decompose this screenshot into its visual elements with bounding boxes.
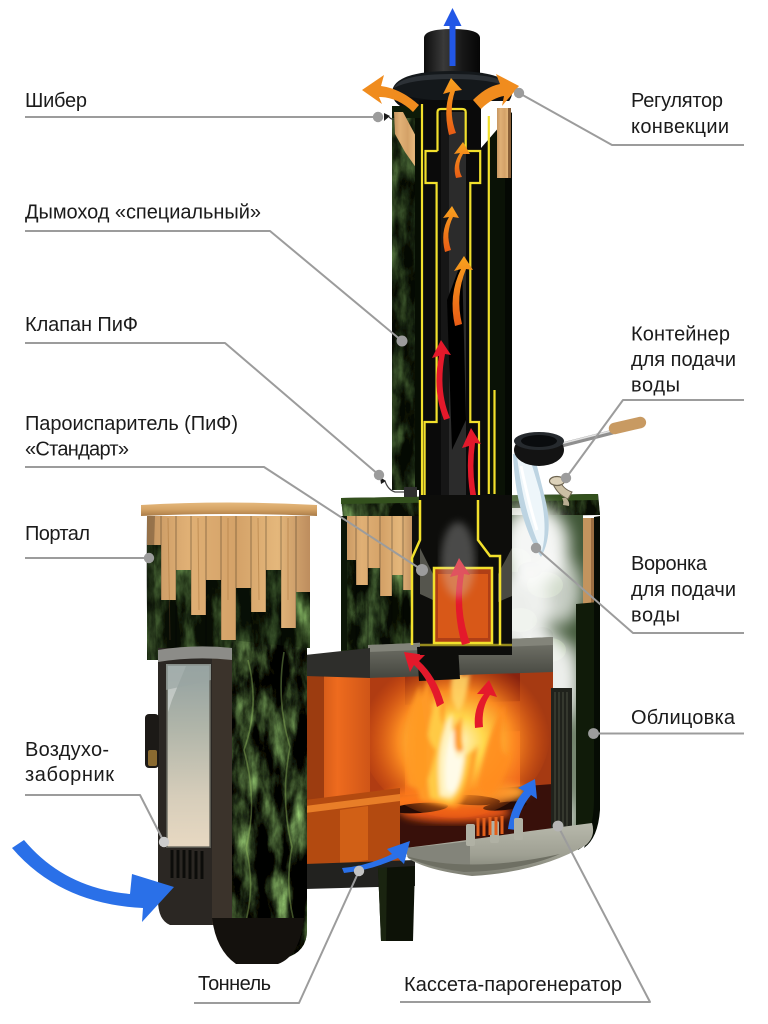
- svg-text:Портал: Портал: [25, 523, 90, 545]
- svg-text:Шибер: Шибер: [25, 90, 87, 112]
- svg-text:воды: воды: [631, 605, 680, 627]
- svg-text:Контейнер: Контейнер: [631, 324, 730, 346]
- svg-text:Кассета-парогенератор: Кассета-парогенератор: [404, 974, 622, 996]
- svg-text:для подачи: для подачи: [631, 579, 736, 601]
- svg-text:заборник: заборник: [25, 764, 114, 786]
- svg-text:конвекции: конвекции: [631, 116, 729, 138]
- svg-text:Дымоход «специальный»: Дымоход «специальный»: [25, 202, 261, 224]
- svg-text:Облицовка: Облицовка: [631, 707, 736, 729]
- svg-text:Пароиспаритель (ПиФ): Пароиспаритель (ПиФ): [25, 413, 238, 435]
- svg-text:для подачи: для подачи: [631, 349, 736, 371]
- svg-text:Клапан ПиФ: Клапан ПиФ: [25, 314, 138, 336]
- svg-text:«Стандарт»: «Стандарт»: [25, 439, 129, 461]
- svg-text:Тоннель: Тоннель: [198, 973, 271, 995]
- svg-text:Воздухо-: Воздухо-: [25, 739, 109, 761]
- svg-text:Регулятор: Регулятор: [631, 90, 723, 112]
- svg-text:Воронка: Воронка: [631, 553, 708, 575]
- svg-text:воды: воды: [631, 375, 680, 397]
